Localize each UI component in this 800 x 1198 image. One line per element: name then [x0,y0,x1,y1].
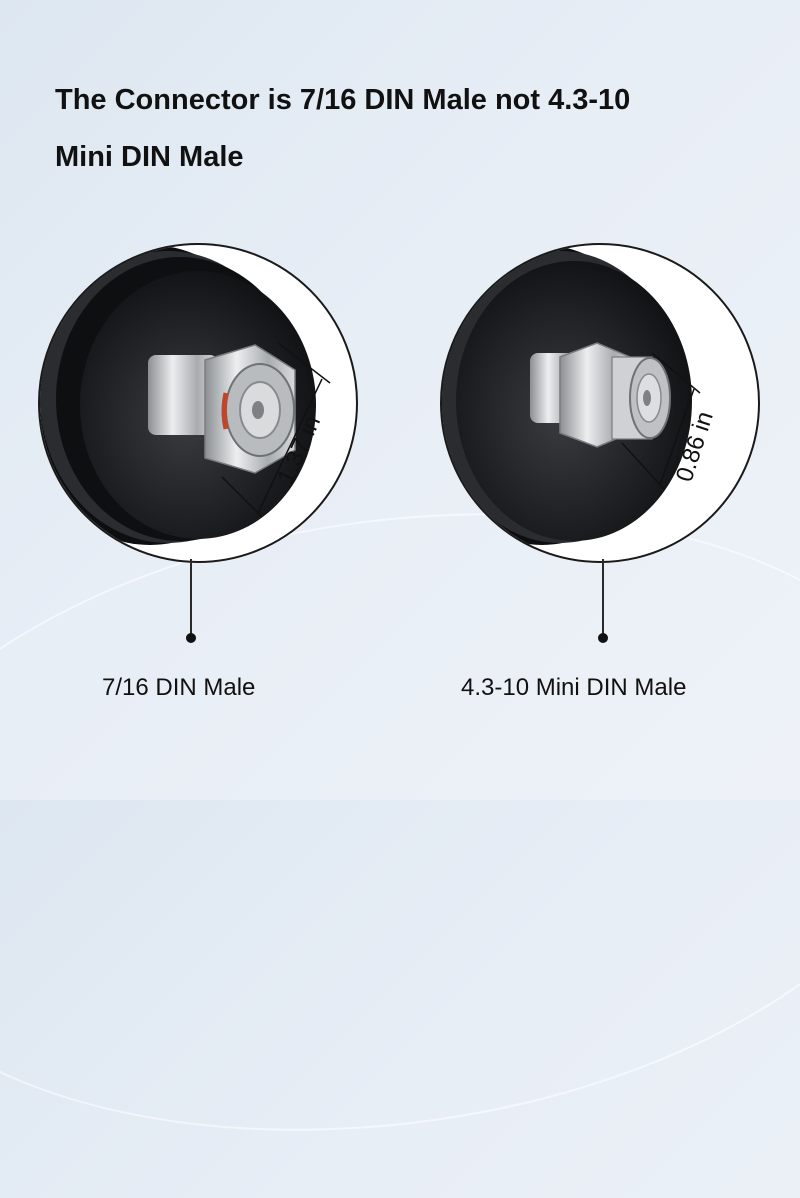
leader-dot [186,633,196,643]
title-line-1: The Connector is 7/16 DIN Male not 4.3-1… [55,84,631,116]
page-title: The Connector is 7/16 DIN Male not 4.3-1… [55,72,775,186]
mini-din-4-3-10-male-connector-icon: 0.86 in [442,245,719,545]
leader-line [190,559,192,637]
connector-caption-din-7-16: 7/16 DIN Male [102,674,256,701]
din-7-16-male-connector-icon: 1.37 in [40,245,331,545]
connector-magnifier-circle: 1.37 in [38,243,358,563]
connector-caption-mini-din-4-3-10: 4.3-10 Mini DIN Male [461,674,687,701]
background-swirl [0,446,800,1198]
connector-magnifier-circle: 0.86 in [440,243,760,563]
leader-dot [598,633,608,643]
leader-line [602,559,604,637]
title-line-2: Mini DIN Male [55,141,244,173]
